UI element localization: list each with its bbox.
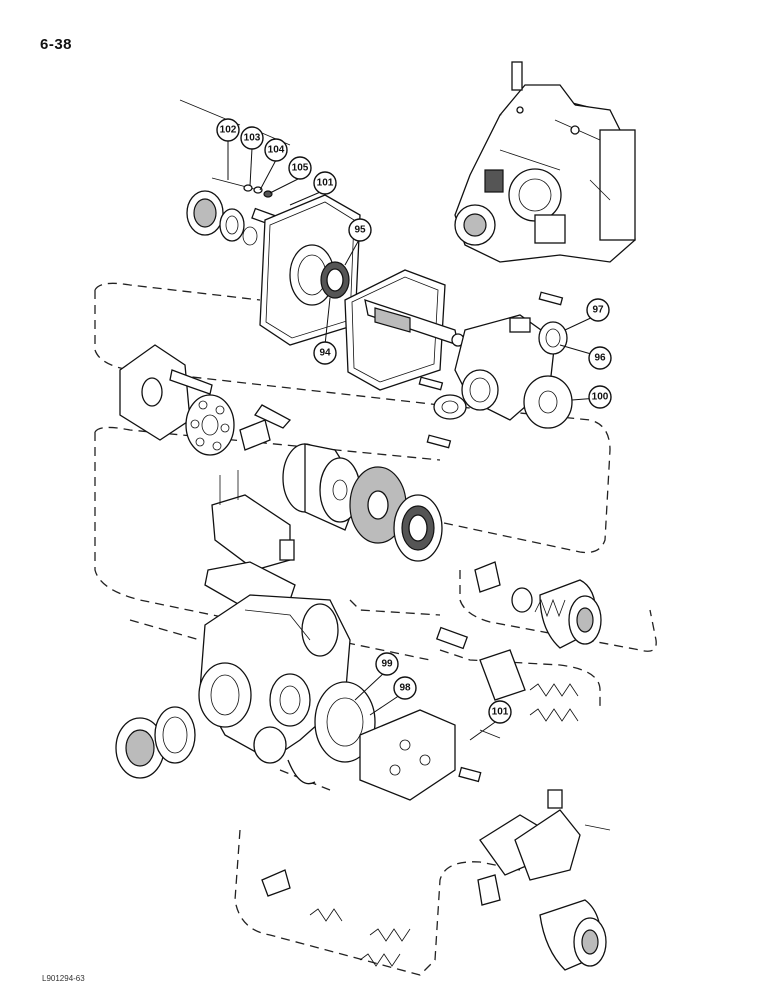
callout-97: 97 xyxy=(586,298,610,322)
servo-spring-upper xyxy=(534,598,566,618)
callout-label: 97 xyxy=(592,305,604,316)
callout-100: 100 xyxy=(588,385,612,409)
callout-95: 95 xyxy=(348,218,372,242)
callout-96: 96 xyxy=(588,346,612,370)
thrust-washer xyxy=(523,375,573,429)
callout-label: 96 xyxy=(594,353,606,364)
callout-label: 99 xyxy=(381,659,393,670)
callout-label: 94 xyxy=(319,348,331,359)
relief-valve xyxy=(458,729,501,783)
control-valve xyxy=(211,470,295,571)
charge-pump-cover xyxy=(359,709,456,801)
bearing-plate xyxy=(393,494,443,562)
group-loop-springs xyxy=(439,649,601,710)
valve-plate xyxy=(119,344,191,441)
spring-pack-lower xyxy=(261,869,411,967)
hardware-bolt-washers xyxy=(211,177,273,198)
callout-103: 103 xyxy=(240,126,264,150)
spring-pack-upper xyxy=(529,683,579,722)
drive-shaft xyxy=(364,299,465,347)
shaft-bearing xyxy=(320,261,350,299)
group-loop-lower xyxy=(234,769,521,976)
servo-piston-upper xyxy=(474,561,602,649)
rear-cover-and-seal xyxy=(115,706,196,779)
callout-99: 99 xyxy=(375,652,399,676)
retaining-pin xyxy=(169,369,213,395)
shaft-seal-set xyxy=(186,190,277,246)
callout-label: 103 xyxy=(244,133,261,144)
hold-down-clip xyxy=(239,404,292,451)
callout-label: 102 xyxy=(220,125,237,136)
callout-label: 101 xyxy=(317,178,334,189)
callout-102: 102 xyxy=(216,118,240,142)
callout-94: 94 xyxy=(313,341,337,365)
yoke-pins xyxy=(418,291,564,449)
group-loop-actuator xyxy=(459,570,657,652)
callout-98: 98 xyxy=(393,676,417,700)
callout-105: 105 xyxy=(288,156,312,180)
servo-piston-lower xyxy=(477,874,607,971)
callout-label: 100 xyxy=(592,392,609,403)
callout-label: 105 xyxy=(292,163,309,174)
callout-104: 104 xyxy=(264,138,288,162)
gasket xyxy=(344,269,446,391)
cylinder-block xyxy=(282,443,361,531)
group-loop-left xyxy=(129,599,441,641)
spider-plate xyxy=(185,394,235,456)
housing-snap-ring xyxy=(287,759,316,785)
callout-101-upper: 101 xyxy=(313,171,337,195)
callout-101-lower: 101 xyxy=(488,700,512,724)
callout-label: 98 xyxy=(399,683,411,694)
assembled-pump xyxy=(454,61,636,263)
page-number: 6-38 xyxy=(40,36,73,53)
figure-code: L901294-63 xyxy=(42,974,85,983)
group-loop-middle xyxy=(94,426,441,661)
servo-piston-middle xyxy=(435,626,526,701)
callout-label: 95 xyxy=(354,225,366,236)
pump-housing xyxy=(198,594,351,764)
group-loop-upper xyxy=(94,282,611,554)
charge-pump-assembly xyxy=(479,789,611,881)
callout-label: 104 xyxy=(268,145,285,156)
callout-label: 101 xyxy=(492,707,509,718)
yoke-bushing xyxy=(538,321,568,355)
